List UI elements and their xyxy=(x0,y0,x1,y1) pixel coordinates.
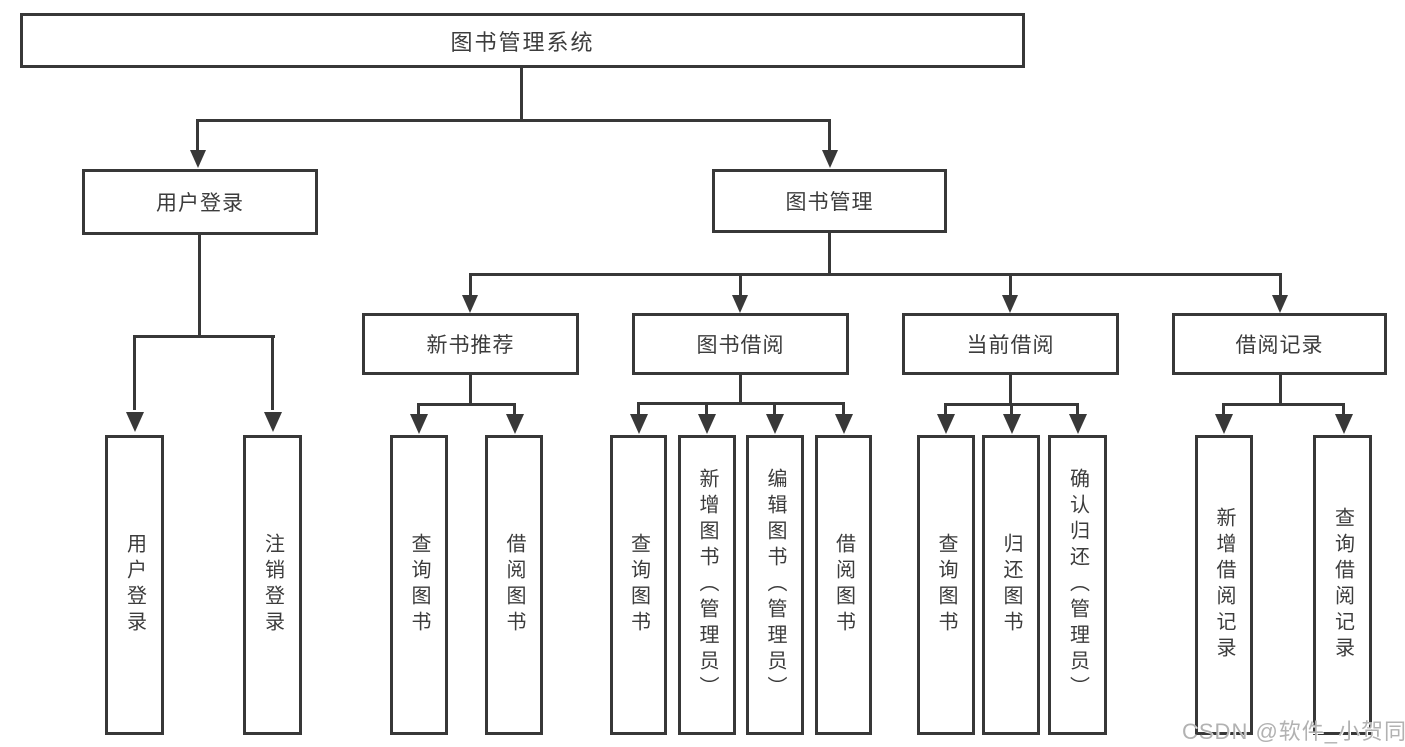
arrowhead-down-icon xyxy=(1272,295,1288,313)
connector-current-child1 xyxy=(944,403,947,416)
connector-root-to-login xyxy=(196,119,199,151)
leaf-add-books-admin: 新增图书（管理员） xyxy=(678,435,736,735)
node-user-login-label: 用户登录 xyxy=(156,192,244,215)
connector-mgmt-child1 xyxy=(469,273,472,295)
connector-borrow-stem xyxy=(739,375,742,405)
connector-record-stem xyxy=(1279,375,1282,406)
arrowhead-down-icon xyxy=(1215,414,1233,434)
leaf-query-borrow-record-label: 查询借阅记录 xyxy=(1331,507,1354,663)
arrowhead-down-icon xyxy=(190,150,206,168)
node-book-borrow-label: 图书借阅 xyxy=(696,334,785,357)
leaf-query-borrow-record: 查询借阅记录 xyxy=(1313,435,1372,735)
node-root-label: 图书管理系统 xyxy=(450,29,595,55)
leaf-user-login-label: 用户登录 xyxy=(123,533,146,637)
node-book-borrow: 图书借阅 xyxy=(632,313,849,375)
leaf-borrow-books-label: 借阅图书 xyxy=(832,533,855,637)
arrowhead-down-icon xyxy=(1335,414,1353,434)
connector-current-child3 xyxy=(1076,403,1079,416)
leaf-logout: 注销登录 xyxy=(243,435,302,735)
node-root: 图书管理系统 xyxy=(20,13,1025,68)
leaf-logout-label: 注销登录 xyxy=(261,533,284,637)
connector-recommend-stem xyxy=(469,375,472,406)
connector-current-stem xyxy=(1009,375,1012,406)
leaf-recommend-query-books: 查询图书 xyxy=(390,435,448,735)
node-user-login: 用户登录 xyxy=(82,169,318,235)
connector-recommend-child1 xyxy=(417,403,420,416)
leaf-user-login: 用户登录 xyxy=(105,435,164,735)
arrowhead-down-icon xyxy=(630,414,648,434)
node-current-borrow-label: 当前借阅 xyxy=(966,334,1055,357)
arrowhead-down-icon xyxy=(410,414,428,434)
arrowhead-down-icon xyxy=(835,414,853,434)
leaf-return-books: 归还图书 xyxy=(982,435,1040,735)
node-new-book-recommend: 新书推荐 xyxy=(362,313,579,375)
connector-mgmt-child4 xyxy=(1279,273,1282,295)
connector-mgmt-hline xyxy=(469,273,1282,276)
arrowhead-down-icon xyxy=(264,412,282,432)
node-book-management: 图书管理 xyxy=(712,169,947,233)
leaf-add-borrow-record: 新增借阅记录 xyxy=(1195,435,1253,735)
leaf-borrow-query-books: 查询图书 xyxy=(610,435,667,735)
connector-mgmt-stem xyxy=(828,233,831,275)
connector-record-hline xyxy=(1222,403,1344,406)
arrowhead-down-icon xyxy=(126,412,144,432)
leaf-borrow-query-books-label: 查询图书 xyxy=(627,533,650,637)
arrowhead-down-icon xyxy=(937,414,955,434)
leaf-add-books-admin-label: 新增图书（管理员） xyxy=(696,468,718,702)
arrowhead-down-icon xyxy=(506,414,524,434)
node-book-management-label: 图书管理 xyxy=(785,191,874,214)
leaf-borrow-books: 借阅图书 xyxy=(815,435,872,735)
leaf-recommend-query-books-label: 查询图书 xyxy=(408,533,430,637)
connector-borrow-child1 xyxy=(637,402,640,416)
connector-current-child2 xyxy=(1010,403,1013,416)
arrowhead-down-icon xyxy=(766,414,784,434)
connector-recommend-hline xyxy=(417,403,516,406)
connector-recommend-child2 xyxy=(513,403,516,416)
connector-mgmt-child2 xyxy=(739,273,742,295)
node-borrow-record: 借阅记录 xyxy=(1172,313,1387,375)
arrowhead-down-icon xyxy=(1069,414,1087,434)
connector-record-child2 xyxy=(1342,403,1345,416)
leaf-recommend-borrow-books-label: 借阅图书 xyxy=(503,533,525,637)
leaf-current-query-books: 查询图书 xyxy=(917,435,975,735)
arrowhead-down-icon xyxy=(822,150,838,168)
node-current-borrow: 当前借阅 xyxy=(902,313,1119,375)
connector-borrow-child3 xyxy=(773,402,776,416)
leaf-confirm-return-admin-label: 确认归还（管理员） xyxy=(1066,468,1089,702)
arrowhead-down-icon xyxy=(732,295,748,313)
arrowhead-down-icon xyxy=(698,414,716,434)
leaf-edit-books-admin-label: 编辑图书（管理员） xyxy=(764,468,786,702)
connector-login-child2 xyxy=(271,335,274,410)
leaf-current-query-books-label: 查询图书 xyxy=(935,533,957,637)
connector-borrow-hline xyxy=(637,402,845,405)
arrowhead-down-icon xyxy=(1003,414,1021,434)
connector-record-child1 xyxy=(1222,403,1225,416)
connector-root-to-mgmt xyxy=(828,119,831,151)
connector-login-child1 xyxy=(133,335,136,410)
connector-root-hline xyxy=(197,119,831,122)
connector-root-stem xyxy=(520,68,523,121)
leaf-return-books-label: 归还图书 xyxy=(1000,533,1022,637)
csdn-watermark: CSDN @软件_小贺同学 xyxy=(1182,719,1405,744)
leaf-add-borrow-record-label: 新增借阅记录 xyxy=(1213,507,1235,663)
connector-mgmt-child3 xyxy=(1009,273,1012,295)
leaf-edit-books-admin: 编辑图书（管理员） xyxy=(746,435,804,735)
connector-login-stem xyxy=(198,235,201,338)
leaf-confirm-return-admin: 确认归还（管理员） xyxy=(1048,435,1107,735)
connector-borrow-child4 xyxy=(842,402,845,416)
connector-borrow-child2 xyxy=(705,402,708,416)
leaf-recommend-borrow-books: 借阅图书 xyxy=(485,435,543,735)
connector-login-hline xyxy=(133,335,275,338)
node-new-book-recommend-label: 新书推荐 xyxy=(426,334,515,357)
node-borrow-record-label: 借阅记录 xyxy=(1235,334,1324,357)
arrowhead-down-icon xyxy=(1002,295,1018,313)
arrowhead-down-icon xyxy=(462,295,478,313)
